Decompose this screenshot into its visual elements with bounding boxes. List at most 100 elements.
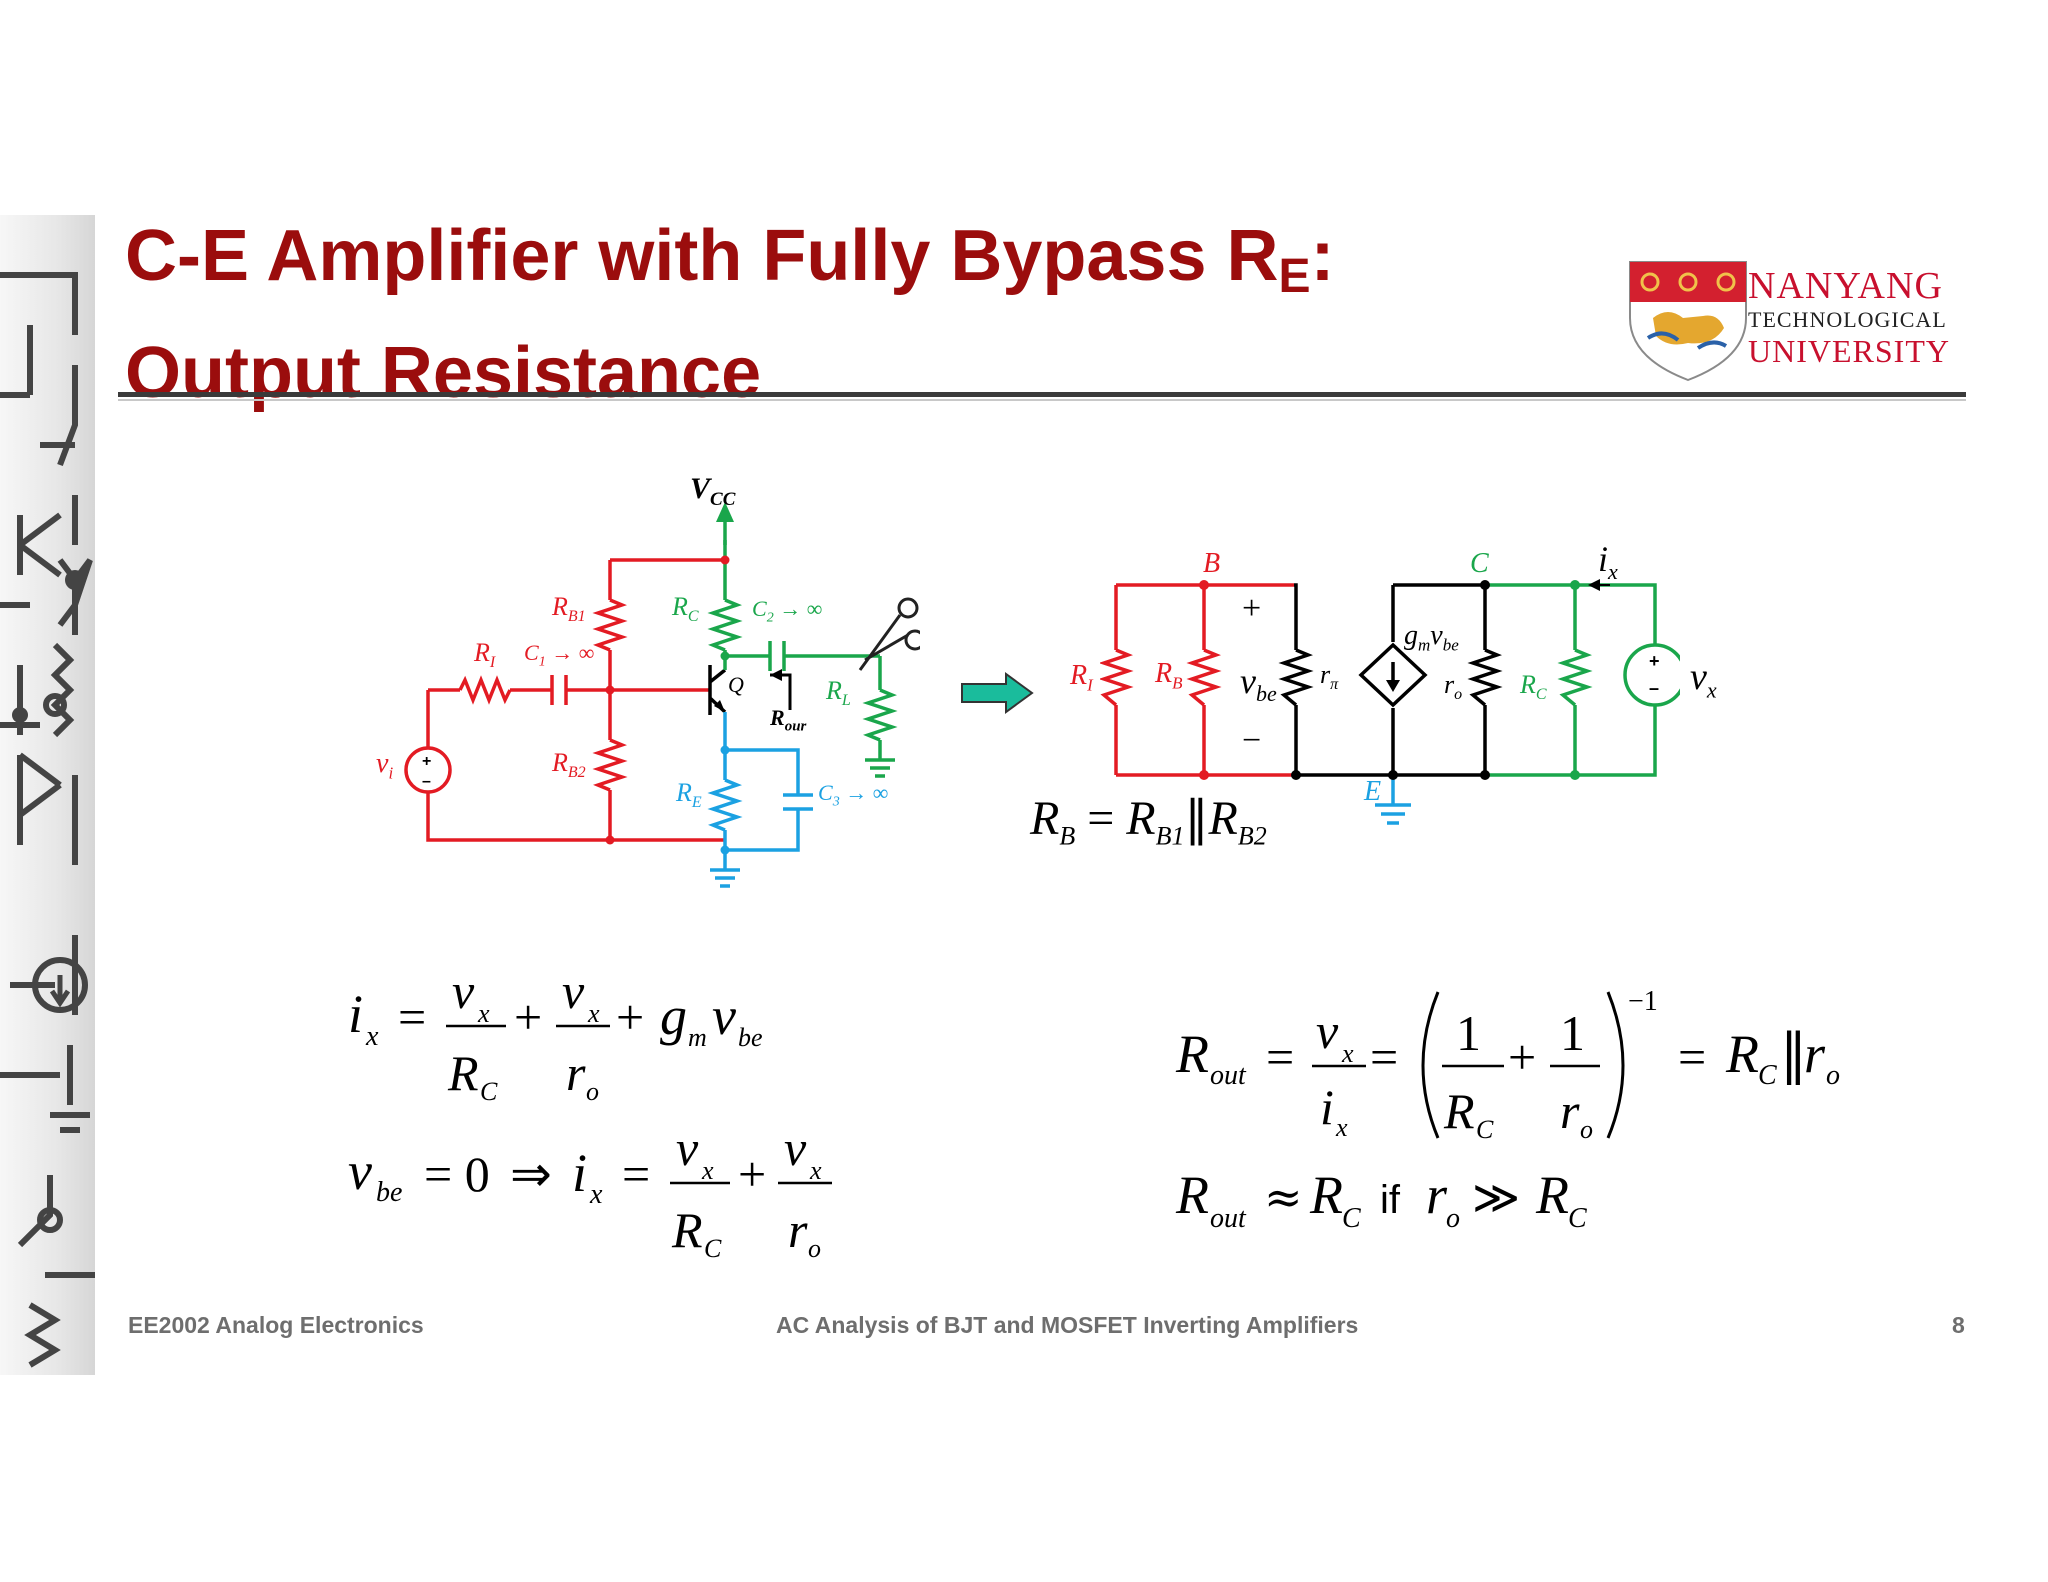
eq3-one1: 1 [1456,1005,1481,1061]
title-divider [118,392,1966,397]
eq3-plus: + [1508,1029,1536,1085]
e-ground-icon [1375,775,1411,825]
eq1-n2-sub: x [587,999,600,1028]
svg-text:–: – [1649,678,1659,698]
eq3-r1-sub: C [1758,1060,1777,1091]
svg-text:+: + [1649,651,1660,671]
eq2-d1: R [671,1202,703,1258]
label-rc: RC [672,592,699,626]
scissors-icon [858,597,920,671]
label-node-c: C [1470,548,1489,579]
eq2-d2-sub: o [808,1234,821,1263]
equation-vbe: v be = 0 ⇒ i x = v x R C + v x r o [348,1125,832,1263]
label-rc-ss: RC [1520,670,1547,704]
label-ri: RI [474,638,496,672]
eq3-par: ‖ [1780,1022,1807,1085]
university-logo [1629,261,1747,382]
ri-resistor [1100,648,1134,707]
label-c1: C1 → ∞ [524,640,595,670]
vx-source [1623,643,1680,707]
label-vbe: vbe [1240,661,1277,707]
rb-resistor [1186,648,1222,707]
eq3-r2-sub: o [1826,1060,1840,1091]
c2-capacitor [768,641,786,671]
logo-line1: NANYANG [1748,265,1943,307]
rl-ground-icon [865,758,895,778]
footer-topic: AC Analysis of BJT and MOSFET Inverting … [776,1312,1359,1338]
eq2-n2: v [784,1125,807,1176]
eq2-d1-sub: C [704,1234,722,1263]
eq4-b-sub: o [1446,1203,1460,1234]
eq4-lhs-sub: out [1210,1203,1247,1234]
label-gm-vbe: gmvbe [1404,620,1459,655]
eq1-n2: v [562,970,585,1019]
eq2-n1: v [676,1125,699,1176]
eq3-eq3: = [1678,1029,1706,1085]
eq1-g-sub: m [688,1023,707,1052]
rc-resistor [1557,648,1593,707]
title-line1: C-E Amplifier with Fully Bypass RE: [125,216,1335,303]
eq4-gg: ≫ [1472,1170,1520,1224]
eq2-d2: r [788,1202,808,1258]
eq1-eq: = [398,989,426,1045]
label-rl: RL [826,676,851,710]
label-ro-ss: ro [1444,670,1463,704]
label-node-b: B [1203,548,1221,579]
eq3-d2-sub: o [1580,1115,1593,1140]
re-resistor [707,778,743,832]
eq4-a: R [1309,1165,1343,1225]
rpi-resistor [1278,648,1314,707]
equation-rout: R out = v x i x = 1 R C + 1 r o −1 = R C… [1175,986,1840,1140]
logo-line2: TECHNOLOGICAL [1748,307,1947,332]
eq3-d2: r [1560,1083,1580,1139]
label-vx: vx [1690,656,1717,703]
eq2-i: i [572,1143,587,1203]
svg-text:–: – [422,773,431,790]
label-rout: Rour [770,705,807,735]
label-rb1: RB1 [552,592,586,626]
eq4-lhs: R [1175,1165,1209,1225]
rl-resistor [862,688,898,742]
eq1-d2: r [566,1045,586,1101]
equation-rb: RB = RB1‖RB2 [1030,790,1267,851]
eq2-lhs: v [348,1141,372,1201]
c1-capacitor [550,675,568,705]
eq1-n1: v [452,970,475,1019]
footer-course: EE2002 Analog Electronics [128,1312,424,1338]
label-c3: C3 → ∞ [818,780,889,810]
eq3-r1: R [1725,1024,1759,1084]
eq1-plus1: + [514,989,542,1045]
eq2-i-sub: x [589,1179,603,1210]
title-subscript: E [1278,250,1311,303]
label-ri-ss: RI [1070,660,1093,695]
ro-resistor [1467,648,1503,707]
eq3-d: i [1320,1079,1334,1135]
c3-capacitor [783,793,813,811]
rc-resistor [707,598,743,652]
eq2-eq: = [622,1146,650,1202]
page-number: 8 [1952,1312,1965,1338]
decorative-circuit-strip [0,215,95,1375]
eq2-n1-sub: x [701,1156,714,1185]
eq2-lhs-sub: be [376,1177,402,1208]
eq3-exp: −1 [1628,986,1658,1017]
eq3-lhs-sub: out [1210,1060,1247,1091]
label-re: RE [676,778,702,812]
eq2-implies: ⇒ [510,1146,552,1202]
eq1-d1: R [447,1045,479,1101]
label-vi: vi [376,748,394,783]
equation-ix: i x = v x R C + v x r o + g m v be [348,970,763,1105]
eq4-a-sub: C [1342,1203,1361,1234]
eq3-n-sub: x [1341,1039,1354,1068]
eq3-d1-sub: C [1476,1115,1494,1140]
rb2-resistor [592,738,628,792]
eq3-d1: R [1443,1083,1475,1139]
logo-line3: UNIVERSITY [1748,333,1950,369]
label-plus: + [1242,590,1262,627]
emitter-ground-icon [710,868,740,888]
eq4-b: r [1426,1165,1448,1225]
label-q: Q [728,672,744,697]
dependent-current-source [1358,642,1428,708]
equation-rout-approx: R out ≈ R C if r o ≫ R C [1175,1165,1587,1234]
